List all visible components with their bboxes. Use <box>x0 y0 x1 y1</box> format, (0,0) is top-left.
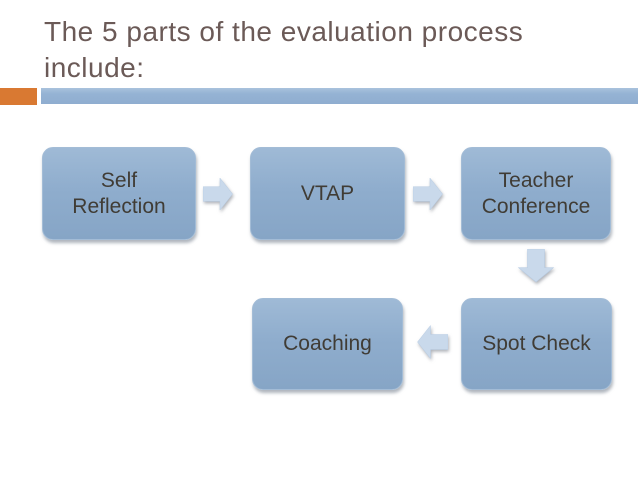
arrow-down-icon <box>515 249 557 283</box>
flow-node-label: Teacher Conference <box>481 168 591 218</box>
flow-node-coaching: Coaching <box>252 298 403 390</box>
title-accent-orange-block <box>0 88 37 105</box>
arrow-left-icon <box>416 323 448 361</box>
flow-node-teacher-conference: Teacher Conference <box>461 147 611 240</box>
flow-node-spot-check: Spot Check <box>461 298 612 390</box>
title-underline-bar <box>41 88 638 104</box>
arrow-right-icon <box>203 176 234 212</box>
flow-node-label: Coaching <box>283 332 372 355</box>
slide-title: The 5 parts of the evaluation process in… <box>44 16 524 83</box>
flow-node-vtap: VTAP <box>250 147 405 240</box>
flow-node-self-reflection: Self Reflection <box>42 147 196 240</box>
flow-node-label: Spot Check <box>482 332 591 355</box>
arrow-right-icon <box>413 176 444 212</box>
flow-node-label: Self Reflection <box>72 168 166 218</box>
flow-node-label: VTAP <box>300 181 355 205</box>
